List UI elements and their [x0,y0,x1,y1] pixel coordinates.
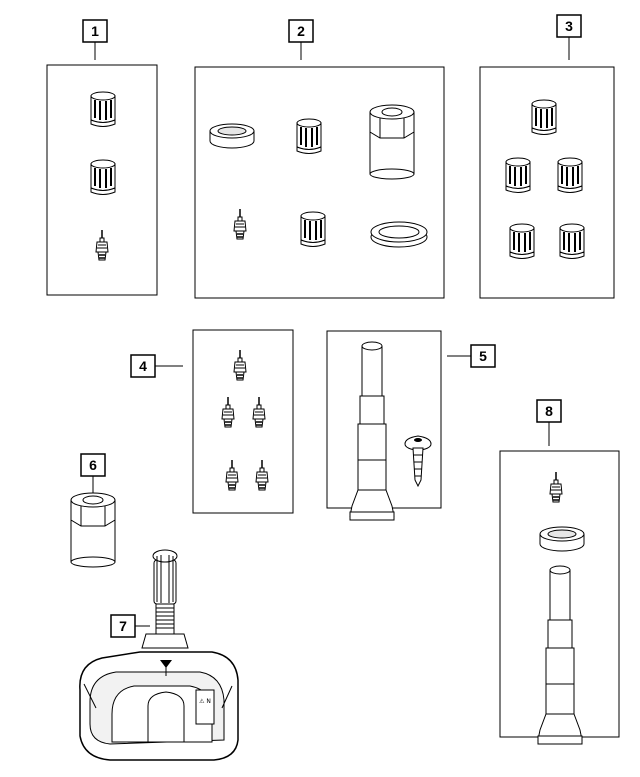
hex-nut [369,104,415,180]
valve-core [233,208,247,240]
callout-label-8: 8 [545,403,553,419]
valve-core [95,229,109,261]
valve-core [252,396,266,428]
part-group-4-frame [192,329,294,514]
washer [370,221,428,248]
part-group-1-frame [46,64,158,296]
valve-cap [559,223,585,260]
callout-label-4: 4 [139,358,147,374]
valve-cap [296,118,322,155]
grommet [539,526,585,552]
valve-cap [90,91,116,128]
valve-core [221,396,235,428]
valve-cap [300,211,326,248]
valve-cap [509,223,535,260]
install-tool [349,341,395,521]
valve-core [255,459,269,491]
tpms-sensor: ⚠ N [79,549,239,761]
hex-socket [70,492,116,568]
grommet [209,123,255,149]
valve-core [225,459,239,491]
valve-cap [531,99,557,136]
valve-cap [557,157,583,194]
valve-core [549,471,563,503]
sensor-marking: ⚠ N [199,698,211,705]
callout-label-5: 5 [479,348,487,364]
part-group-3-frame [479,66,615,299]
part-group-2-frame [194,66,445,299]
valve-cap [90,159,116,196]
callout-label-6: 6 [89,457,97,473]
valve-cap [505,157,531,194]
callout-label-3: 3 [565,18,573,34]
screw [404,435,432,488]
callout-label-7: 7 [119,618,127,634]
valve-core [233,349,247,381]
callout-label-2: 2 [297,23,305,39]
install-tool [537,565,583,745]
callout-label-1: 1 [91,23,99,39]
